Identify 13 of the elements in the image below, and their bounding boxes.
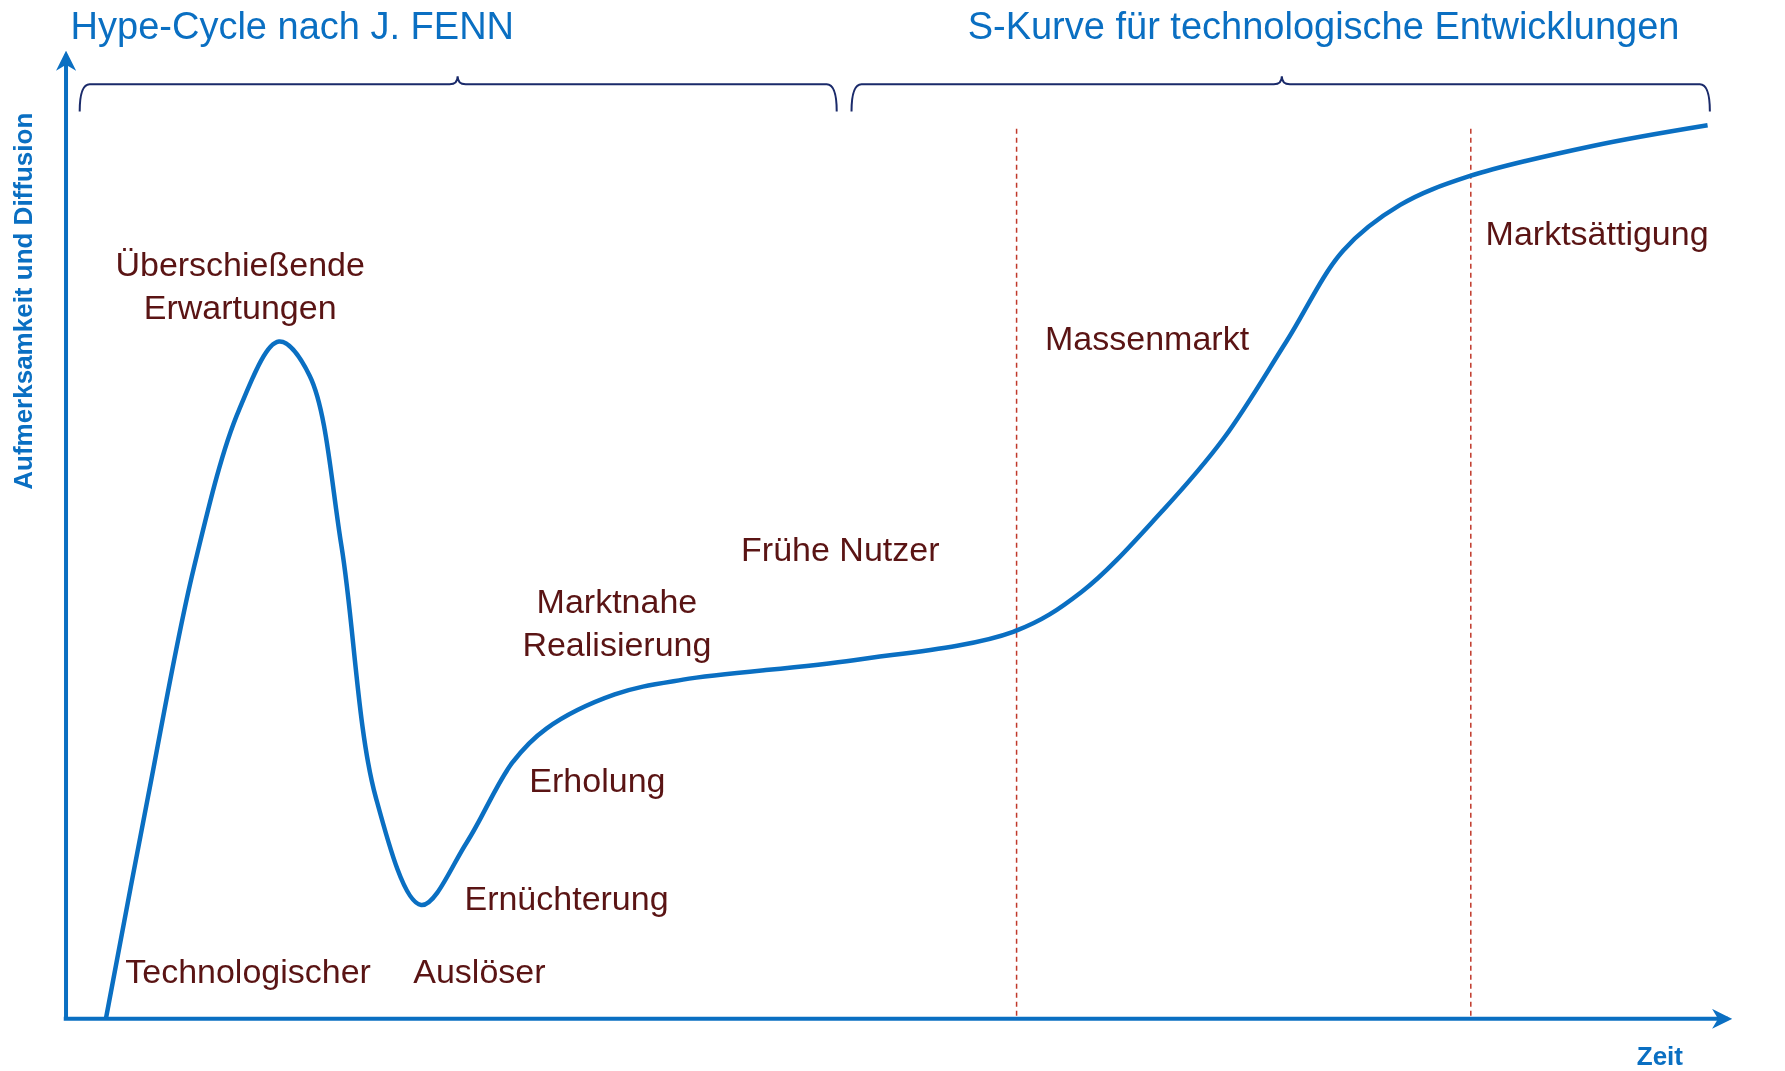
heading: Hype-Cycle nach J. FENN <box>70 4 515 50</box>
phase-label: Ernüchterung <box>464 877 669 919</box>
phase-label: Technologischer <box>125 950 371 992</box>
phase-label: Massenmarkt <box>1045 317 1250 359</box>
phase-label: Frühe Nutzer <box>741 529 940 571</box>
phase-label: Auslöser <box>413 950 546 992</box>
phase-label: Erholung <box>529 760 666 802</box>
heading: S-Kurve für technologische Entwicklungen <box>967 4 1680 50</box>
axis-title: Aufmerksamkeit und Diffusion <box>7 112 40 490</box>
phase-label: Überschießende Erwartungen <box>114 244 366 328</box>
phase-label: Marktnahe Realisierung <box>521 581 713 665</box>
axis-title: Zeit <box>1636 1039 1683 1071</box>
phase-label: Marktsättigung <box>1485 212 1709 254</box>
